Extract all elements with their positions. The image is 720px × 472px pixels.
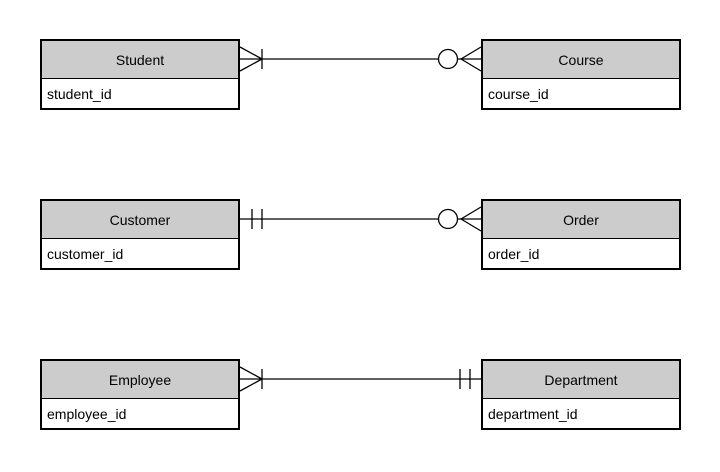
entity-customer-attribute: customer_id xyxy=(42,239,238,268)
entity-employee: Employee employee_id xyxy=(40,359,240,430)
exactly-one-icon xyxy=(251,209,263,229)
entity-order-attribute: order_id xyxy=(483,239,679,268)
exactly-one-icon xyxy=(459,369,471,389)
relationship-employee-department xyxy=(239,366,481,392)
entity-department-attribute: department_id xyxy=(483,399,679,428)
entity-course: Course course_id xyxy=(481,39,681,110)
zero-or-many-icon xyxy=(437,206,482,232)
entity-customer-title: Customer xyxy=(42,201,238,239)
zero-or-many-icon xyxy=(437,46,482,72)
entity-student: Student student_id xyxy=(40,39,240,110)
entity-student-title: Student xyxy=(42,41,238,79)
entity-department-title: Department xyxy=(483,361,679,399)
one-or-many-icon xyxy=(239,366,263,392)
entity-department: Department department_id xyxy=(481,359,681,430)
entity-order-title: Order xyxy=(483,201,679,239)
entity-employee-attribute: employee_id xyxy=(42,399,238,428)
relationship-student-course xyxy=(239,46,482,72)
entity-student-attribute: student_id xyxy=(42,79,238,108)
entity-customer: Customer customer_id xyxy=(40,199,240,270)
one-or-many-icon xyxy=(239,46,263,72)
entity-order: Order order_id xyxy=(481,199,681,270)
relationship-customer-order xyxy=(240,206,482,232)
entity-employee-title: Employee xyxy=(42,361,238,399)
entity-course-attribute: course_id xyxy=(483,79,679,108)
entity-course-title: Course xyxy=(483,41,679,79)
